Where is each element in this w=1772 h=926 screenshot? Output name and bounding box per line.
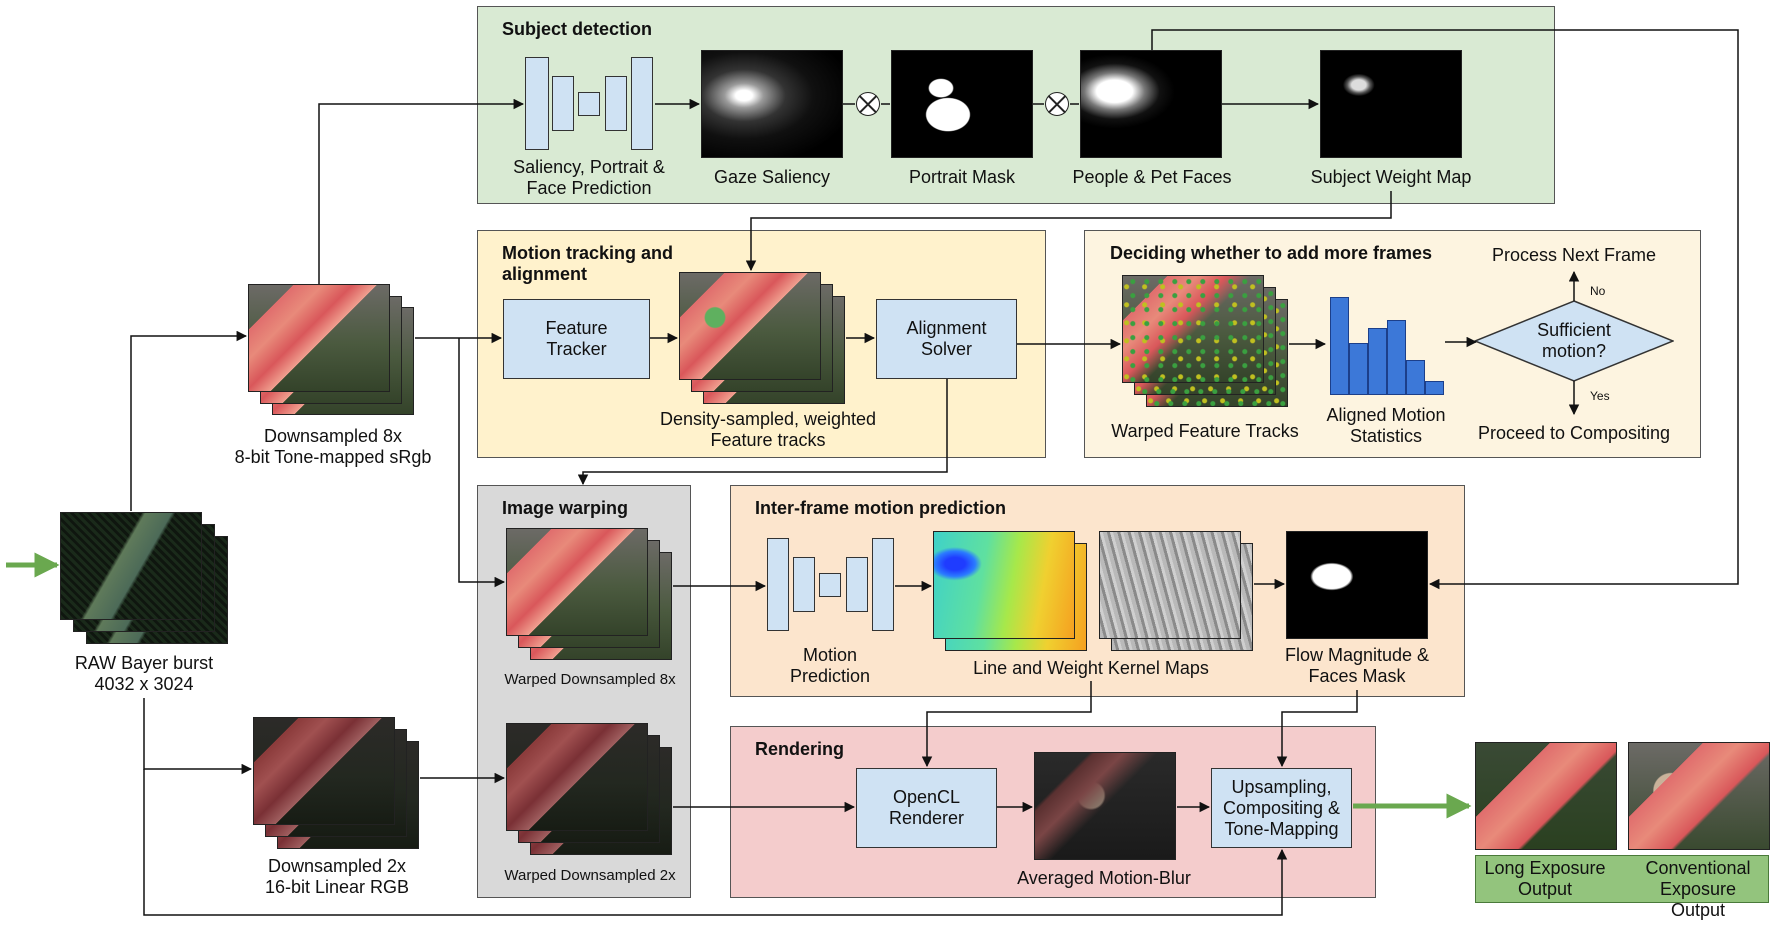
histogram-bar (1406, 360, 1425, 395)
upsampling-box: Upsampling, Compositing & Tone-Mapping (1211, 768, 1352, 848)
inter-frame-title: Inter-frame motion prediction (755, 498, 1007, 518)
flow-magnitude-label: Flow Magnitude & Faces Mask (1284, 645, 1430, 686)
people-pet-faces-label: People & Pet Faces (1072, 167, 1232, 187)
long-exposure-image (1475, 742, 1617, 850)
flow-magnitude-image (1286, 531, 1428, 639)
sufficient-motion-text: Sufficient motion? (1537, 320, 1611, 361)
warped-8x-label: Warped Downsampled 8x (504, 671, 676, 688)
averaged-motion-blur-label: Averaged Motion-Blur (1017, 868, 1191, 888)
opencl-renderer-box: OpenCL Renderer (856, 768, 997, 848)
density-sampled-label: Density-sampled, weighted Feature tracks (659, 409, 877, 450)
proceed-to-compositing-label: Proceed to Compositing (1477, 423, 1671, 443)
warped-feature-tracks-label: Warped Feature Tracks (1111, 421, 1299, 441)
warped-2x-label: Warped Downsampled 2x (504, 867, 676, 884)
gaze-saliency-label: Gaze Saliency (713, 167, 831, 187)
rendering-title: Rendering (755, 739, 845, 759)
people-pet-faces-image (1080, 50, 1222, 158)
no-label: No (1590, 284, 1606, 298)
feature-tracker-box: Feature Tracker (503, 299, 650, 379)
averaged-motion-blur-image (1034, 752, 1176, 860)
yes-label: Yes (1590, 389, 1610, 403)
image-warping-title: Image warping (502, 498, 629, 518)
aligned-motion-stats-label: Aligned Motion Statistics (1326, 405, 1446, 446)
deciding-title: Deciding whether to add more frames (1110, 243, 1433, 263)
histogram-bar (1330, 297, 1349, 395)
portrait-mask-label: Portrait Mask (908, 167, 1016, 187)
outputs-label-box (1475, 855, 1769, 903)
gaze-saliency-image (701, 50, 843, 158)
conventional-exposure-image (1628, 742, 1770, 850)
motion-prediction-label: Motion Prediction (789, 645, 871, 686)
saliency-prediction-label: Saliency, Portrait & Face Prediction (513, 157, 665, 198)
subject-detection-title: Subject detection (502, 19, 653, 39)
motion-tracking-title: Motion tracking and alignment (502, 243, 673, 284)
line-weight-kernel-label: Line and Weight Kernel Maps (973, 658, 1209, 678)
raw-bayer-label: RAW Bayer burst 4032 x 3024 (74, 653, 214, 694)
histogram-bar (1349, 343, 1368, 395)
alignment-solver-box: Alignment Solver (876, 299, 1017, 379)
histogram-bar (1425, 381, 1444, 395)
downsampled-2x-label: Downsampled 2x 16-bit Linear RGB (264, 856, 410, 897)
multiply-icon (1045, 92, 1069, 116)
subject-weight-map-label: Subject Weight Map (1310, 167, 1472, 187)
downsampled-8x-label: Downsampled 8x 8-bit Tone-mapped sRgb (234, 426, 432, 467)
process-next-frame-label: Process Next Frame (1491, 245, 1657, 265)
histogram-bar (1368, 328, 1387, 395)
subject-weight-map-image (1320, 50, 1462, 158)
portrait-mask-image (891, 50, 1033, 158)
long-exposure-label: Long Exposure Output (1484, 858, 1606, 899)
conventional-exposure-label: Conventional Exposure Output (1645, 858, 1751, 920)
histogram-bar (1387, 320, 1406, 395)
multiply-icon (856, 92, 880, 116)
